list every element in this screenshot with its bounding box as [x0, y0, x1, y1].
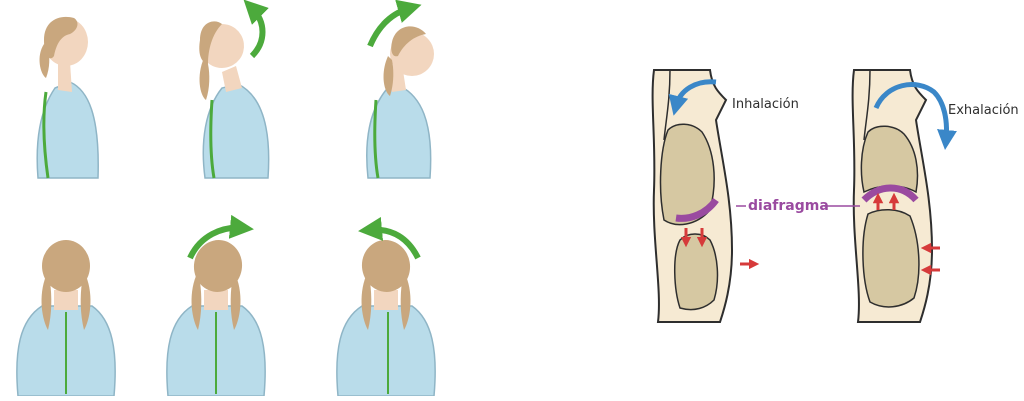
back-view-turn-right-figure	[167, 228, 265, 396]
back-view-turn-left-figure	[337, 230, 435, 396]
back-view-neutral-figure	[17, 240, 115, 396]
inhale-label: Inhalación	[732, 97, 799, 112]
diaphragm-label: diafragma	[748, 198, 829, 214]
neck-exercise-illustrations	[0, 0, 470, 396]
side-view-neutral-figure	[37, 17, 98, 178]
exhalation-body	[853, 70, 947, 322]
exhale-label: Exhalación	[948, 103, 1019, 118]
neck-exercise-panel	[0, 0, 470, 396]
breathing-diagram: Inhalación Exhalación diafragma	[640, 60, 1024, 330]
side-view-tilt-forward-figure	[367, 8, 434, 178]
side-view-tilt-back-figure	[192, 8, 269, 178]
breathing-diagram-panel: Inhalación Exhalación diafragma	[640, 60, 1024, 330]
